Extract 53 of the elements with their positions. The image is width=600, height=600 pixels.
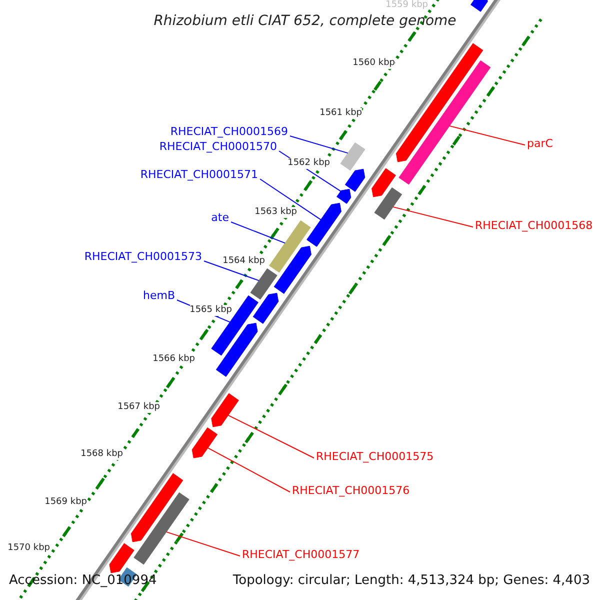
gene-block bbox=[396, 43, 484, 162]
tick-label: 1569 kbp bbox=[44, 497, 87, 508]
tick-label: 1561 kbp bbox=[320, 108, 362, 119]
gene-block bbox=[192, 427, 218, 458]
tick-label: 1560 kbp bbox=[352, 58, 395, 69]
gene-label: RHECIAT_CH0001573 bbox=[84, 250, 202, 264]
tick-label: 1566 kbp bbox=[152, 354, 195, 365]
tick-label: 1567 kbp bbox=[118, 402, 160, 413]
genome-info: Topology: circular; Length: 4,513,324 bp; Genes: 4,403 bbox=[232, 573, 590, 588]
gene-label: RHECIAT_CH0001568 bbox=[475, 219, 593, 233]
tick-label: 1562 kbp bbox=[288, 158, 330, 169]
gene-block bbox=[336, 188, 352, 204]
gene-label: RHECIAT_CH0001570 bbox=[159, 140, 277, 154]
gene-label: hemB bbox=[142, 289, 175, 303]
gene-block bbox=[211, 393, 239, 428]
gene-block bbox=[398, 60, 491, 185]
tick-label: 1565 kbp bbox=[190, 305, 232, 316]
leader-line bbox=[392, 206, 474, 228]
gene-block bbox=[252, 292, 279, 324]
leader-line bbox=[449, 125, 526, 146]
leader-line bbox=[207, 447, 290, 492]
gene-label: RHECIAT_CH0001575 bbox=[316, 450, 434, 464]
tick-label: 1559 kbp bbox=[386, 0, 428, 11]
leader-line bbox=[230, 222, 286, 244]
leader-line bbox=[290, 136, 348, 154]
tick-label: 1564 kbp bbox=[222, 256, 265, 267]
gene-label: RHECIAT_CH0001569 bbox=[170, 125, 288, 139]
gene-block bbox=[269, 220, 311, 273]
leader-line bbox=[228, 414, 314, 458]
gene-block bbox=[130, 473, 184, 542]
tick-label: 1568 kbp bbox=[80, 449, 123, 460]
gene-label: parC bbox=[527, 137, 553, 151]
gene-block bbox=[216, 322, 258, 377]
gene-block bbox=[134, 492, 190, 565]
leader-line bbox=[260, 178, 322, 220]
gene-block bbox=[340, 142, 366, 171]
tick-label: 1570 kbp bbox=[8, 543, 50, 554]
leader-line bbox=[166, 531, 240, 556]
leader-line bbox=[204, 260, 260, 282]
gene-block bbox=[344, 168, 366, 192]
gene-label: RHECIAT_CH0001571 bbox=[140, 168, 258, 182]
gene-block bbox=[274, 246, 312, 294]
gene-label: RHECIAT_CH0001576 bbox=[292, 484, 410, 498]
gene-block bbox=[470, 0, 488, 12]
title: Rhizobium etli CIAT 652, complete genome bbox=[152, 13, 458, 29]
gene-label: RHECIAT_CH0001577 bbox=[242, 548, 360, 562]
gene-block bbox=[306, 202, 342, 247]
gene-block bbox=[372, 168, 396, 198]
gene-block bbox=[374, 187, 402, 220]
gene-block bbox=[250, 268, 278, 300]
gene-block bbox=[109, 543, 134, 574]
gene-label: ate bbox=[211, 211, 229, 225]
tick-label: 1563 kbp bbox=[254, 207, 297, 218]
